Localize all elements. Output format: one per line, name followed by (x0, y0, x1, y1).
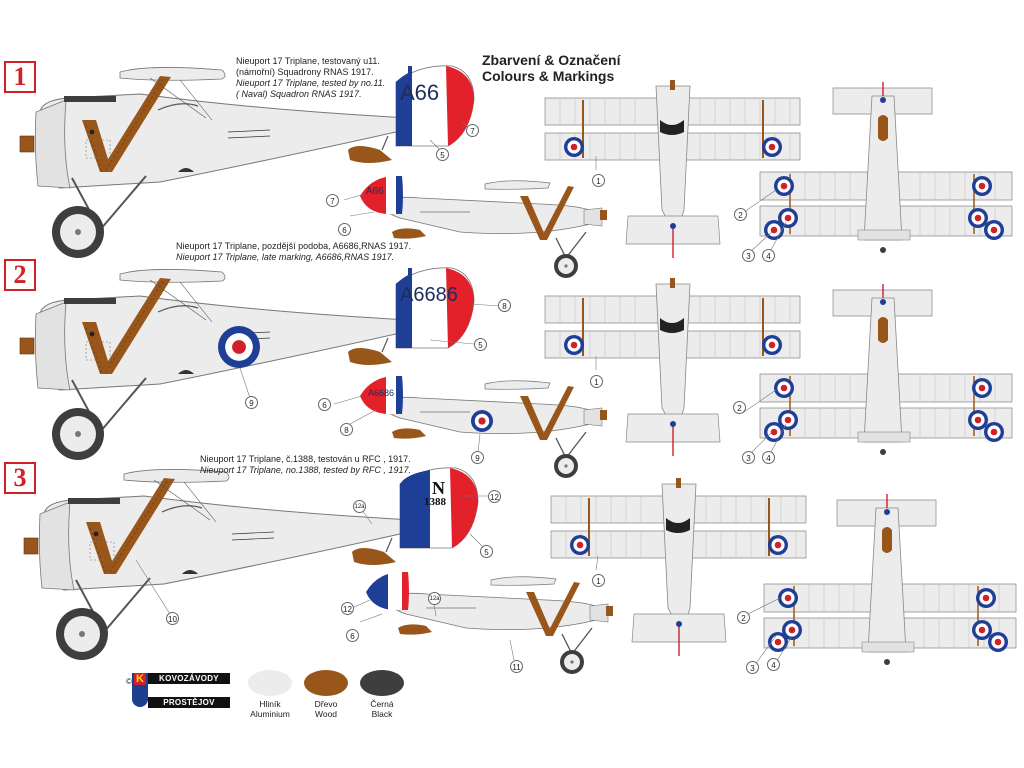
scheme-2-caption: Nieuport 17 Triplane, pozdější podoba, A… (176, 241, 412, 262)
scheme-3-rudder-serial: 1388 (424, 496, 446, 508)
callout: 2 (733, 401, 746, 414)
callout: 7 (326, 194, 339, 207)
scheme-1-caption: Nieuport 17 Triplane, testovaný u11. (ná… (236, 56, 386, 99)
callout: 8 (498, 299, 511, 312)
scheme-3-small-side-view (366, 572, 614, 675)
scheme-2-number-badge: 2 (4, 259, 36, 291)
callout: 12 (341, 602, 354, 615)
callout: 5 (480, 545, 493, 558)
callout: 3 (746, 661, 759, 674)
scheme-1-number-badge: 1 (4, 61, 36, 93)
callout: 5 (474, 338, 487, 351)
title-english: Colours & Markings (482, 68, 615, 84)
callout: 2 (737, 611, 750, 624)
kovozavody-logo: © K KOVOZÁVODY PROSTĚJOV (126, 669, 232, 711)
callout: 1 (590, 375, 603, 388)
callout: 5 (436, 148, 449, 161)
callout: 1 (592, 574, 605, 587)
callout: 12a (353, 500, 366, 513)
callout: 6 (338, 223, 351, 236)
callout: 3 (742, 451, 755, 464)
scheme-2-side-view (19, 267, 475, 461)
scheme-1-small-side-view (360, 176, 608, 279)
callout: 4 (762, 249, 775, 262)
scheme-3-rudder-letter: N (432, 478, 445, 498)
callout: 7 (466, 124, 479, 137)
callout-leaders (135, 121, 793, 667)
legend-swatches (248, 670, 404, 696)
scheme-1-rudder-serial: A66 (400, 80, 440, 105)
callout: 1 (592, 174, 605, 187)
scheme-2-small-rudder-serial: A6686 (368, 388, 395, 398)
callout: 4 (762, 451, 775, 464)
scheme-3-side-view (23, 467, 479, 661)
callout: 10 (166, 612, 179, 625)
callout: 3 (742, 249, 755, 262)
callout: 4 (767, 658, 780, 671)
callout: 9 (245, 396, 258, 409)
logo-bottom-text: PROSTĚJOV (148, 697, 230, 708)
scheme-2-small-side-view (360, 376, 608, 479)
scheme-2-small-roundel (471, 410, 493, 432)
callout: 11 (510, 660, 523, 673)
callout: 8 (340, 423, 353, 436)
callout: 12 (488, 490, 501, 503)
title-czech: Zbarvení & Označení (482, 52, 621, 68)
logo-top-text: KOVOZÁVODY (148, 673, 230, 684)
callout: 6 (346, 629, 359, 642)
scheme-2-fuselage-roundel (218, 326, 260, 368)
scheme-1-side-view (19, 65, 475, 259)
scheme-3-number-badge: 3 (4, 462, 36, 494)
scheme-1-small-rudder-serial: A66 (366, 186, 384, 197)
scheme-3-caption: Nieuport 17 Triplane, č.1388, testován u… (200, 454, 411, 475)
callout: 9 (471, 451, 484, 464)
logo-k-icon: K (134, 673, 146, 685)
callout: 12a (428, 592, 441, 605)
callout: 2 (734, 208, 747, 221)
callout: 6 (318, 398, 331, 411)
scheme-2-rudder-serial: A6686 (400, 284, 458, 306)
copyright-mark: © (126, 677, 132, 686)
